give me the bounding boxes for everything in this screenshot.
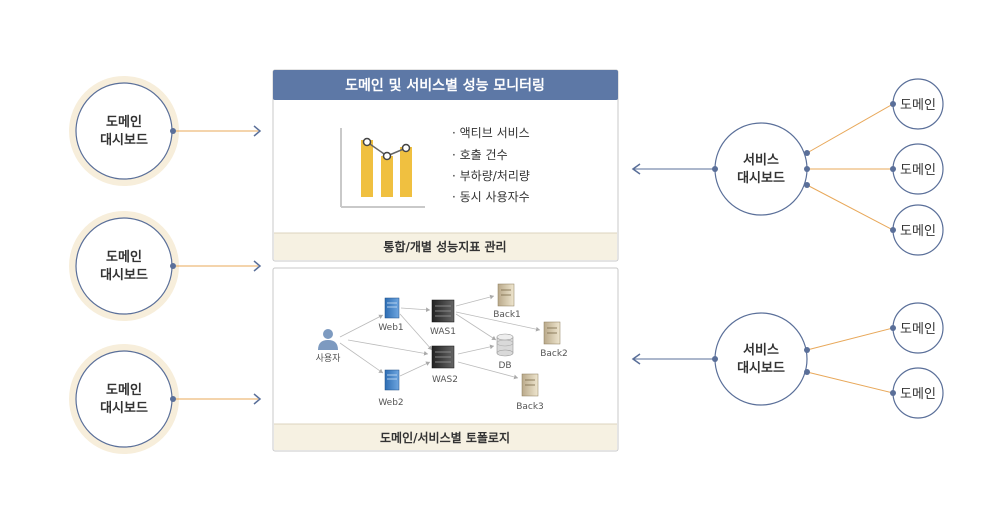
service-dashboard-1[interactable]: 서비스 대시보드 xyxy=(631,103,894,231)
left-dashboard-2-line2: 대시보드 xyxy=(100,268,148,283)
node-label-web1: Web1 xyxy=(378,323,403,333)
domain-node-4[interactable]: 도메인 xyxy=(890,302,944,354)
arrow-icon xyxy=(631,353,641,365)
panel-title: 도메인 및 서비스별 성능 모니터링 xyxy=(345,77,545,94)
node-label-user: 사용자 xyxy=(316,353,342,364)
bullet-load-throughput: · 부하량/처리량 xyxy=(452,169,530,183)
node-label-back2: Back2 xyxy=(540,349,568,359)
user-icon xyxy=(318,329,338,350)
arrow-icon xyxy=(253,393,262,405)
domain-node-5-label: 도메인 xyxy=(900,387,936,402)
connector-dot xyxy=(170,263,176,269)
server-beige-icon[interactable] xyxy=(497,283,515,307)
panel-footer-bar xyxy=(274,233,617,260)
server-blue-icon[interactable] xyxy=(384,297,400,319)
mini-chart-icon xyxy=(340,128,425,208)
domain-node-1-label: 도메인 xyxy=(900,98,936,113)
panel-performance: 도메인 및 서비스별 성능 모니터링 · 액티브 서비스 · 호출 건수 · 부… xyxy=(272,69,619,262)
node-label-back1: Back1 xyxy=(493,310,521,320)
panel-topology: 사용자 Web1 Web2 WAS1 WAS xyxy=(272,267,619,452)
left-dashboard-1[interactable]: 도메인 대시보드 xyxy=(69,76,262,186)
node-label-db: DB xyxy=(498,361,511,371)
bullet-call-count: · 호출 건수 xyxy=(452,148,508,162)
service-dashboard-2-line1: 서비스 xyxy=(743,343,779,358)
domain-node-1[interactable]: 도메인 xyxy=(890,78,944,130)
left-dashboard-1-line2: 대시보드 xyxy=(100,133,148,148)
arrow-icon xyxy=(253,125,262,137)
connector-dot xyxy=(170,396,176,402)
service-dashboard-1-line2: 대시보드 xyxy=(737,171,785,186)
panel-footer-label: 통합/개별 성능지표 관리 xyxy=(383,239,506,254)
server-beige-icon[interactable] xyxy=(521,373,539,397)
server-blue-icon[interactable] xyxy=(384,369,400,391)
service-dashboard-1-line1: 서비스 xyxy=(743,153,779,168)
service-dashboard-2-line2: 대시보드 xyxy=(737,361,785,376)
node-label-was1: WAS1 xyxy=(430,327,456,337)
left-dashboard-3-line2: 대시보드 xyxy=(100,401,148,416)
panel-footer-bar xyxy=(274,424,617,450)
left-dashboard-1-line1: 도메인 xyxy=(106,114,142,130)
panel-header-bar xyxy=(273,70,618,100)
left-dashboard-2-line1: 도메인 xyxy=(106,249,142,265)
domain-node-2[interactable]: 도메인 xyxy=(890,143,944,195)
server-dark-icon[interactable] xyxy=(431,299,455,323)
domain-node-3[interactable]: 도메인 xyxy=(890,204,944,256)
domain-node-5[interactable]: 도메인 xyxy=(890,367,944,419)
bullet-concurrent-users: · 동시 사용자수 xyxy=(452,190,530,204)
domain-node-3-label: 도메인 xyxy=(900,224,936,239)
server-beige-icon[interactable] xyxy=(543,321,561,345)
domain-node-4-label: 도메인 xyxy=(900,322,936,337)
node-label-was2: WAS2 xyxy=(432,375,458,385)
service-dashboard-2[interactable]: 서비스 대시보드 xyxy=(631,312,894,406)
connector-dot xyxy=(170,128,176,134)
bullet-active-service: · 액티브 서비스 xyxy=(452,126,530,140)
server-dark-icon[interactable] xyxy=(431,345,455,369)
domain-node-2-label: 도메인 xyxy=(900,163,936,178)
arrow-icon xyxy=(253,260,262,272)
database-icon[interactable] xyxy=(496,333,514,357)
left-dashboard-3-line1: 도메인 xyxy=(106,382,142,398)
left-dashboard-2[interactable]: 도메인 대시보드 xyxy=(69,211,262,321)
panel-footer-label: 도메인/서비스별 토폴로지 xyxy=(380,430,510,445)
node-label-web2: Web2 xyxy=(378,398,403,408)
left-dashboard-3[interactable]: 도메인 대시보드 xyxy=(69,344,262,454)
arrow-icon xyxy=(631,163,641,175)
node-label-back3: Back3 xyxy=(516,402,544,412)
